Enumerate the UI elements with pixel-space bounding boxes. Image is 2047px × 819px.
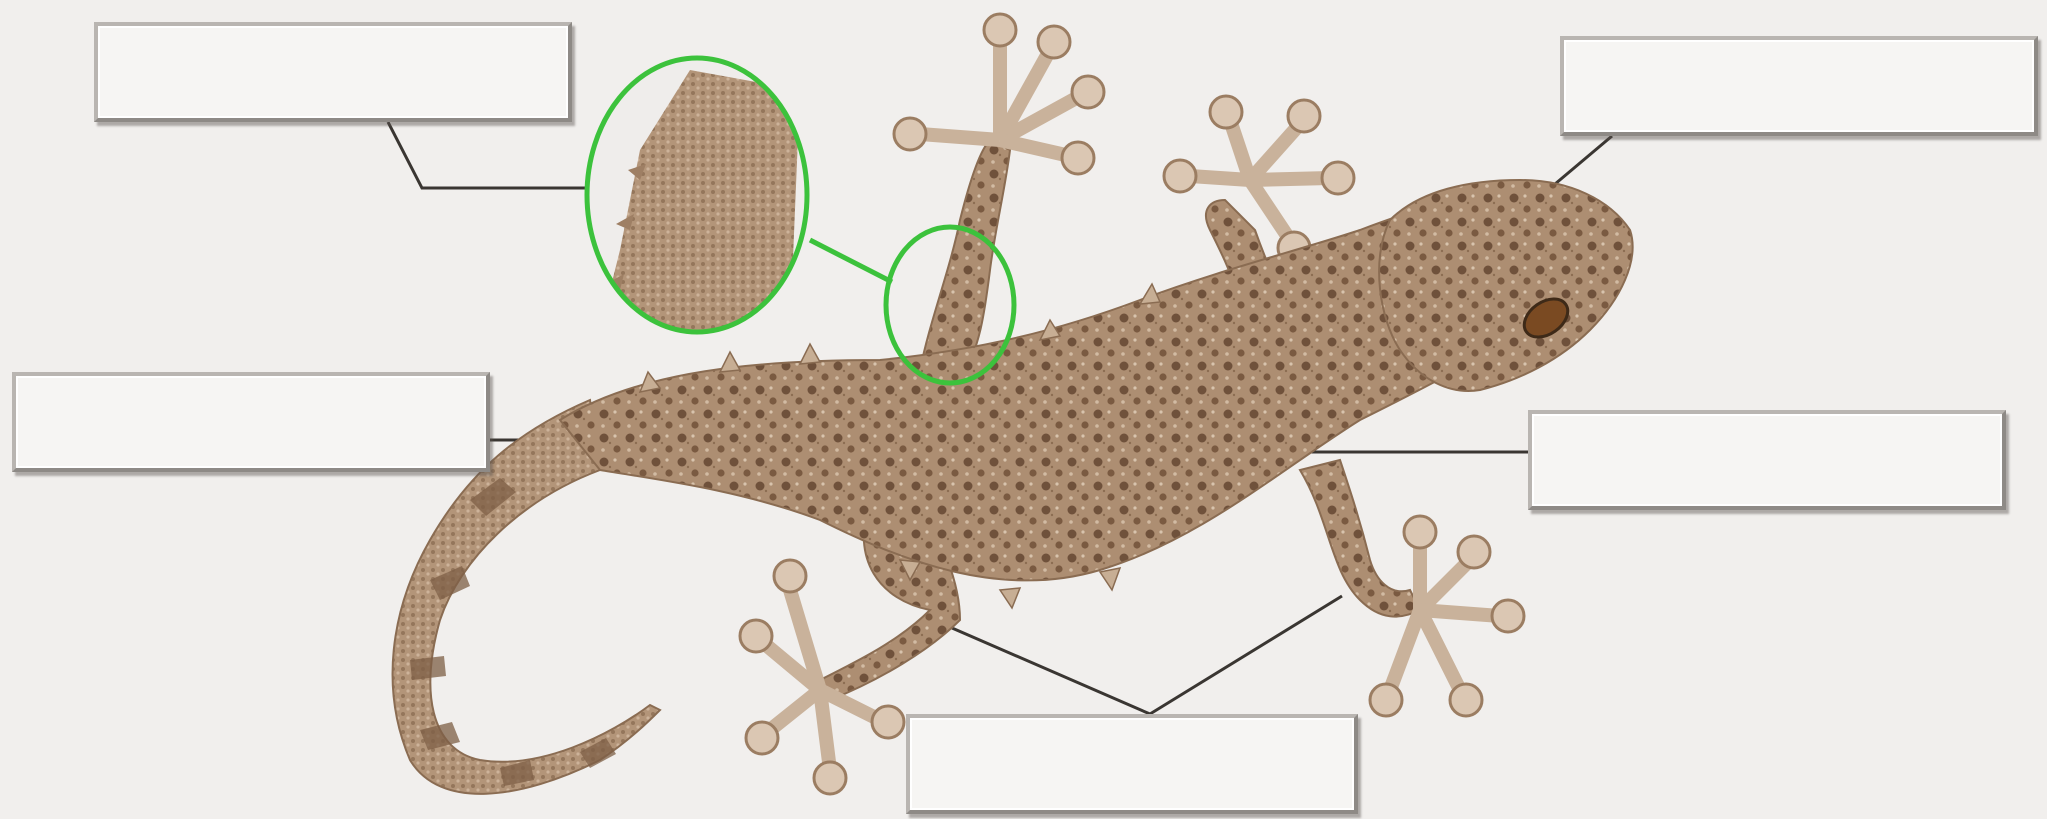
label-box-body[interactable] [1528, 410, 2006, 510]
gecko-back-right-leg [1300, 460, 1420, 617]
label-box-legs[interactable] [906, 714, 1358, 814]
label-box-head[interactable] [1560, 36, 2038, 136]
label-box-skin[interactable] [94, 22, 572, 122]
label-box-tail[interactable] [12, 372, 490, 472]
legs-leader-line [952, 596, 1342, 714]
zoom-connector [810, 240, 892, 282]
skin-leader-line [388, 122, 585, 188]
gecko-head [1379, 180, 1633, 391]
